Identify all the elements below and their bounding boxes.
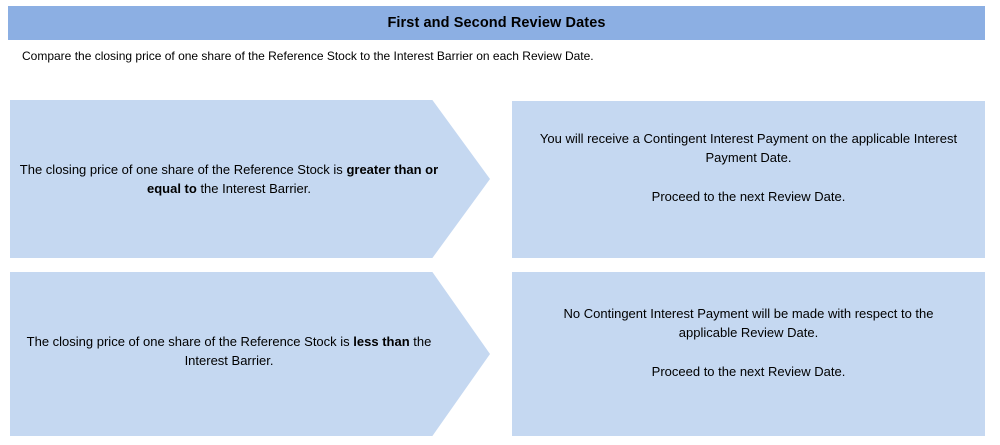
outcome-primary-text: No Contingent Interest Payment will be m…: [563, 306, 934, 340]
condition-emphasis: greater than or equal to: [146, 162, 439, 196]
condition-text: The closing price of one share of the Re…: [10, 332, 440, 370]
condition-line-1: The closing price of one share of the Re…: [26, 334, 350, 349]
condition-text: The closing price of one share of the Re…: [10, 160, 440, 198]
condition-line-2-tail: the Interest Barrier.: [196, 181, 311, 196]
flow-row-first: The closing price of one share of the Re…: [0, 100, 1000, 258]
outcome-primary-text: You will receive a Contingent Interest P…: [539, 131, 958, 165]
flow-row-second: The closing price of one share of the Re…: [0, 272, 1000, 436]
outcome-box-no-payment: No Contingent Interest Payment will be m…: [512, 272, 985, 436]
outcome-secondary-text: Proceed to the next Review Date.: [651, 364, 846, 379]
condition-arrow-greater-equal: The closing price of one share of the Re…: [10, 100, 490, 258]
outcome-box-payment-made: You will receive a Contingent Interest P…: [512, 101, 985, 258]
subtitle-instruction: Compare the closing price of one share o…: [22, 49, 594, 63]
condition-line-1: The closing price of one share of the Re…: [19, 162, 343, 177]
page-title: First and Second Review Dates: [387, 14, 606, 31]
condition-line-2-tail: the Interest Barrier.: [184, 334, 432, 368]
header-banner: First and Second Review Dates: [8, 6, 985, 40]
condition-emphasis: less than: [353, 334, 410, 349]
outcome-secondary-text: Proceed to the next Review Date.: [651, 189, 846, 204]
condition-arrow-less-than: The closing price of one share of the Re…: [10, 272, 490, 436]
